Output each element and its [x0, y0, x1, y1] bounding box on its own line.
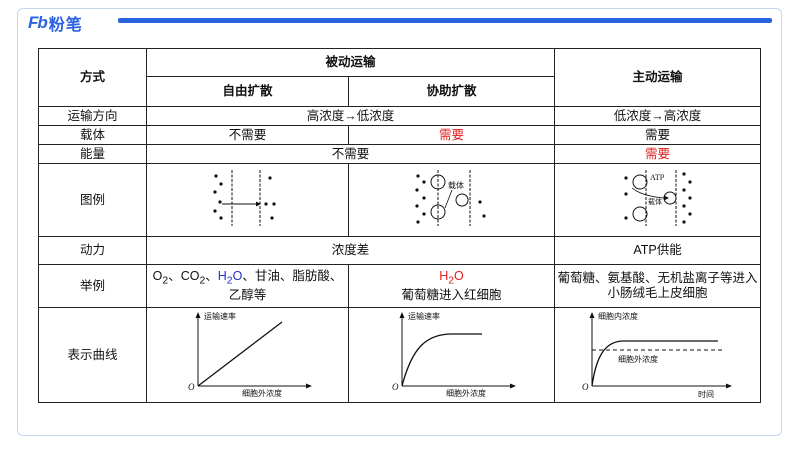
- row-curve: 表示曲线 运输速率 细胞外浓度 O 运输速率 细胞外浓度: [38, 307, 762, 403]
- brand-name: 粉笔: [48, 17, 83, 34]
- atp-label: ATP: [650, 173, 665, 182]
- row-power: 动力 浓度差 ATP供能: [38, 236, 762, 265]
- carrier-label-active: 载体: [648, 197, 662, 206]
- facilitated-diffusion-curve: 运输速率 细胞外浓度 O: [392, 311, 516, 398]
- x-axis-label: 细胞外浓度: [242, 388, 282, 398]
- header-method: 方式: [38, 48, 147, 107]
- row-diagram: 图例: [38, 163, 762, 237]
- brand-logo: Fb 粉笔: [28, 12, 89, 34]
- header-active: 主动运输: [554, 48, 762, 107]
- header-free-diffusion: 自由扩散: [146, 76, 349, 107]
- cell-free-diagram: [146, 163, 349, 237]
- cell-passive-power: 浓度差: [145, 236, 556, 265]
- cell-active-energy: 需要: [554, 144, 762, 164]
- row-label: 运输方向: [38, 106, 147, 126]
- cell-facilitated-carrier: 需要: [347, 125, 556, 145]
- cell-facilitated-diagram: 载体: [347, 163, 556, 237]
- row-label: 能量: [38, 144, 147, 164]
- outside-concentration-label: 细胞外浓度: [618, 354, 658, 364]
- row-carrier: 载体 不需要 需要 需要: [38, 125, 762, 145]
- y-axis-label-inside: 细胞内浓度: [598, 311, 638, 321]
- row-label: 举例: [38, 264, 147, 308]
- cell-active-curve: 细胞内浓度 细胞外浓度 时间 O: [554, 307, 762, 403]
- row-energy: 能量 不需要 需要: [38, 144, 762, 164]
- origin-label: O: [582, 382, 589, 392]
- cell-active-carrier: 需要: [554, 125, 762, 145]
- brand-mark: Fb: [28, 13, 48, 32]
- x-axis-label: 细胞外浓度: [446, 388, 486, 398]
- y-axis-label: 运输速率: [204, 311, 236, 321]
- free-examples-line1: O2、CO2、H2O、甘油、脂肪酸、: [152, 268, 343, 287]
- row-label: 载体: [38, 125, 147, 145]
- facilitated-example-water: H2O: [439, 268, 464, 287]
- cell-active-examples: 葡萄糖、氨基酸、无机盐离子等进入小肠绒毛上皮细胞: [554, 264, 762, 308]
- header-facilitated: 协助扩散: [347, 76, 556, 107]
- facilitated-example-glucose: 葡萄糖进入红细胞: [401, 288, 502, 303]
- cell-free-examples: O2、CO2、H2O、甘油、脂肪酸、 乙醇等: [146, 264, 349, 308]
- row-label: 动力: [38, 236, 147, 265]
- y-axis-label: 运输速率: [408, 311, 440, 321]
- x-axis-label-time: 时间: [698, 389, 714, 398]
- cell-active-diagram: ATP 载体: [554, 163, 762, 237]
- header-passive: 被动运输: [145, 48, 556, 77]
- cell-passive-direction: 高浓度→低浓度: [145, 106, 556, 126]
- row-examples: 举例 O2、CO2、H2O、甘油、脂肪酸、 乙醇等 H2O 葡萄糖进入红细胞 葡…: [38, 264, 762, 308]
- header-bar: [118, 18, 772, 23]
- active-transport-curve: 细胞内浓度 细胞外浓度 时间 O: [582, 311, 732, 399]
- origin-label: O: [188, 382, 195, 392]
- free-diffusion-diagram: [212, 170, 276, 226]
- free-diffusion-curve: 运输速率 细胞外浓度 O: [188, 311, 312, 398]
- cell-free-carrier: 不需要: [146, 125, 349, 145]
- cell-free-curve: 运输速率 细胞外浓度 O: [146, 307, 349, 403]
- cell-facilitated-examples: H2O 葡萄糖进入红细胞: [347, 264, 556, 308]
- free-examples-line2: 乙醇等: [228, 288, 267, 303]
- row-label: 表示曲线: [38, 307, 147, 403]
- row-direction: 运输方向 高浓度→低浓度 低浓度→高浓度: [38, 106, 762, 126]
- cell-passive-energy: 不需要: [145, 144, 556, 164]
- cell-active-direction: 低浓度→高浓度: [554, 106, 762, 126]
- row-label: 图例: [38, 163, 147, 237]
- active-transport-diagram: ATP 载体: [623, 170, 692, 226]
- transport-comparison-table: 方式 被动运输 主动运输 自由扩散 协助扩散 运输方向 高浓度→低浓度 低浓度→…: [38, 48, 762, 403]
- cell-active-power: ATP供能: [554, 236, 762, 265]
- carrier-label: 载体: [448, 180, 464, 190]
- cell-facilitated-curve: 运输速率 细胞外浓度 O: [347, 307, 556, 403]
- origin-label: O: [392, 382, 399, 392]
- facilitated-diffusion-diagram: 载体: [414, 170, 486, 226]
